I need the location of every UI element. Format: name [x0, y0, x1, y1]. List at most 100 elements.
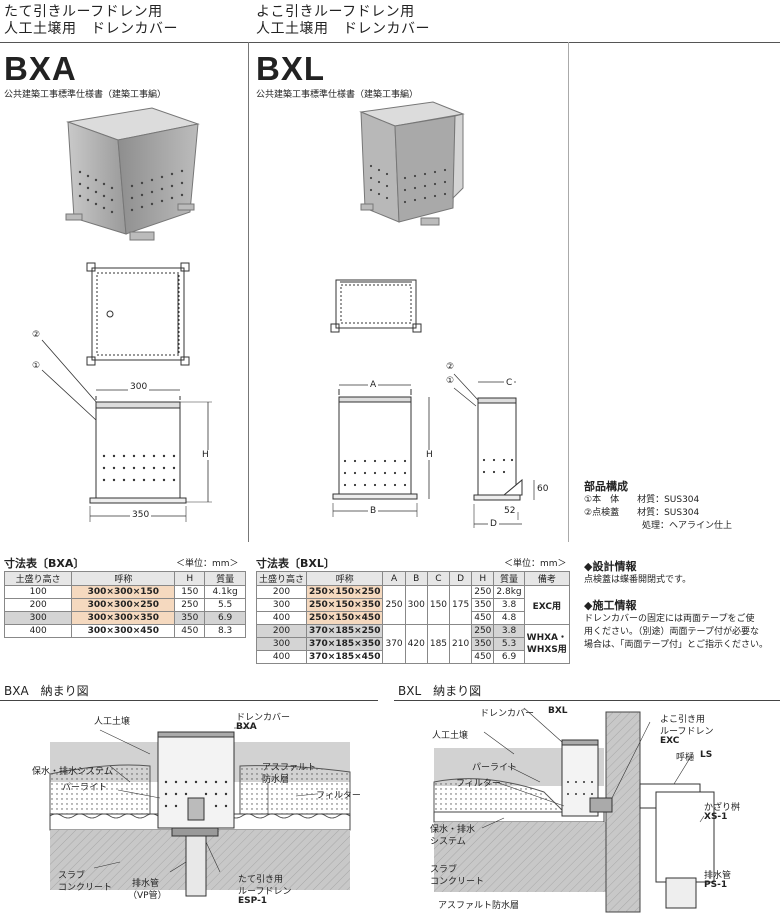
bxa-table-unit: ＜単位：mm＞ [176, 559, 239, 569]
note-line1: WHXA・ [526, 633, 568, 643]
bxl-marker-2: ② [446, 362, 455, 372]
design-info-text: 点検蓋は蝶番開閉式です。 [584, 575, 692, 585]
bxl-table-title: 寸法表〔BXL〕 [256, 557, 335, 570]
table-cell: 150 [174, 585, 206, 599]
bxl-label-gutter-model: LS [700, 750, 713, 760]
table-cell: 300×300×250 [71, 598, 176, 612]
bxa-label-drain2: ルーフドレン [238, 887, 292, 897]
bxa-label-retention: 保水・排水システム [32, 767, 113, 777]
bxl-label-asphalt: アスファルト防水層 [438, 901, 520, 911]
bxa-dim-width: 300 [128, 382, 150, 392]
parts-section: 部品構成 ①本 体 材質：SUS304 ②点検蓋 材質：SUS304 処理：ヘア… [584, 478, 732, 533]
bxa-label-drain1: たて引き用 [238, 875, 284, 885]
bxa-install-divider [0, 700, 378, 701]
table-cell: 3.8 [493, 624, 525, 638]
bxl-label-cover-model: BXL [548, 706, 568, 716]
table-cell: 250 [382, 585, 406, 625]
bxl-dim-b: B [368, 506, 379, 516]
table-cell: 400 [255, 650, 308, 664]
bxl-install-divider [394, 700, 780, 701]
table-cell: 300 [255, 637, 308, 651]
bxa-label-pipe2: （VP管） [128, 891, 167, 901]
build-info-text3: 場合は、「両面テープ付」とご指示ください。 [584, 640, 768, 650]
table-row: 400 300×300×450 450 8.3 [3, 624, 246, 638]
table-cell: 300×300×350 [71, 611, 176, 625]
col-header: 土盛り高さ [3, 571, 73, 586]
right-heading-line2: 人工土壌用 ドレンカバー [256, 21, 430, 37]
table-cell: 450 [174, 624, 206, 638]
bxa-dimension-table: 土盛り高さ 呼称 H 質量 100 300×300×150 150 4.1kg … [3, 571, 246, 638]
bxl-label-soil: 人工土壌 [432, 731, 469, 741]
info-section: ◆設計情報 点検蓋は蝶番開閉式です。 ◆施工情報 ドレンカバーの固定には両面テー… [584, 558, 778, 652]
table-cell: 300 [3, 611, 73, 625]
col-header: H [471, 571, 495, 586]
bxa-label-drain-model: ESP-1 [238, 896, 268, 906]
bxl-marker-1: ① [446, 376, 455, 386]
bxl-label-cover: ドレンカバー [480, 709, 535, 719]
table-row: 200 370×185×250 370 420 185 210 250 3.8 … [255, 624, 571, 664]
col-header: 土盛り高さ [255, 571, 308, 586]
left-heading-line1: たて引きルーフドレン用 [4, 4, 163, 20]
table-cell: 3.8 [493, 598, 525, 612]
build-info-title: ◆施工情報 [584, 599, 637, 612]
bxa-label-soil: 人工土壌 [94, 717, 131, 727]
bxa-label-pipe1: 排水管 [132, 879, 160, 889]
bxl-label-basin-model: XS-1 [704, 812, 728, 822]
bxl-side-view [453, 373, 535, 528]
right-standard: 公共建築工事標準仕様書（建築工事編） [256, 90, 419, 100]
bxl-table-unit: ＜単位：mm＞ [504, 559, 567, 569]
table-cell: 4.1kg [204, 585, 246, 599]
design-info-title: ◆設計情報 [584, 560, 637, 573]
bxa-install-diagram [49, 727, 351, 897]
table-cell: 2.8kg [493, 585, 525, 599]
table-cell: 250×150×250 [306, 585, 384, 599]
col-header: 質量 [493, 571, 525, 586]
bxl-label-pipe-model: PS-1 [704, 880, 728, 890]
col-header: 呼称 [306, 571, 384, 586]
parts-line3: 処理：ヘアライン仕上 [642, 521, 733, 531]
bxa-label-cover-model: BXA [236, 722, 257, 732]
table-cell: 350 [471, 598, 495, 612]
left-model-title: BXA [4, 50, 77, 87]
note-line2: WHXS用 [526, 645, 567, 655]
table-cell: 420 [404, 624, 428, 664]
bxl-install-title: BXL 納まり図 [398, 684, 482, 698]
bxa-dim-base: 350 [130, 510, 152, 520]
bxl-product-photo [359, 101, 465, 226]
left-column-divider [248, 42, 249, 542]
bxl-label-slab2: コンクリート [430, 877, 485, 887]
table-row: 200 250×150×250 250 300 150 175 250 2.8k… [255, 585, 571, 625]
build-info-text2: 用ください。（別途）両面テープ付が必要な [584, 627, 759, 637]
table-row: 200 300×300×250 250 5.5 [3, 598, 246, 612]
bxl-label-drain-model: EXC [660, 736, 680, 746]
bxl-label-basin: かざり桝 [704, 803, 741, 813]
table-cell: 370×185×350 [306, 637, 384, 651]
table-cell: 150 [426, 585, 451, 625]
parts-title: 部品構成 [584, 480, 628, 493]
bxl-top-view [330, 279, 422, 333]
left-heading-line2: 人工土壌用 ドレンカバー [4, 21, 178, 37]
table-cell: 250 [174, 598, 206, 612]
table-cell: 5.3 [493, 637, 525, 651]
table-cell: 300×300×450 [71, 624, 176, 638]
table-cell: 6.9 [493, 650, 525, 664]
table-row: 300 250×150×350 350 3.8 [255, 598, 570, 612]
table-row: 300 300×300×350 350 6.9 [3, 611, 246, 625]
bxa-dim-height: H [202, 450, 209, 460]
bxa-label-slab1: スラブ [58, 871, 86, 881]
table-cell: 250×150×350 [306, 598, 384, 612]
table-cell: 200 [255, 585, 308, 599]
bxl-label-perlite: パーライト [472, 763, 518, 773]
table-cell: 250 [471, 624, 495, 638]
table-row: 400 370×185×450 450 6.9 [255, 650, 570, 664]
table-cell: 200 [255, 624, 308, 638]
table-cell: 5.5 [204, 598, 246, 612]
bxa-product-photo [65, 107, 200, 241]
parts-line2: ②点検蓋 材質：SUS304 [584, 508, 700, 518]
table-cell: 370×185×450 [306, 650, 384, 664]
parts-line1: ①本 体 材質：SUS304 [584, 495, 700, 505]
table-cell: 400 [3, 624, 73, 638]
table-cell: EXC用 [523, 585, 571, 625]
table-row: 300 370×185×350 350 5.3 [255, 637, 570, 651]
table-cell: 8.3 [204, 624, 246, 638]
